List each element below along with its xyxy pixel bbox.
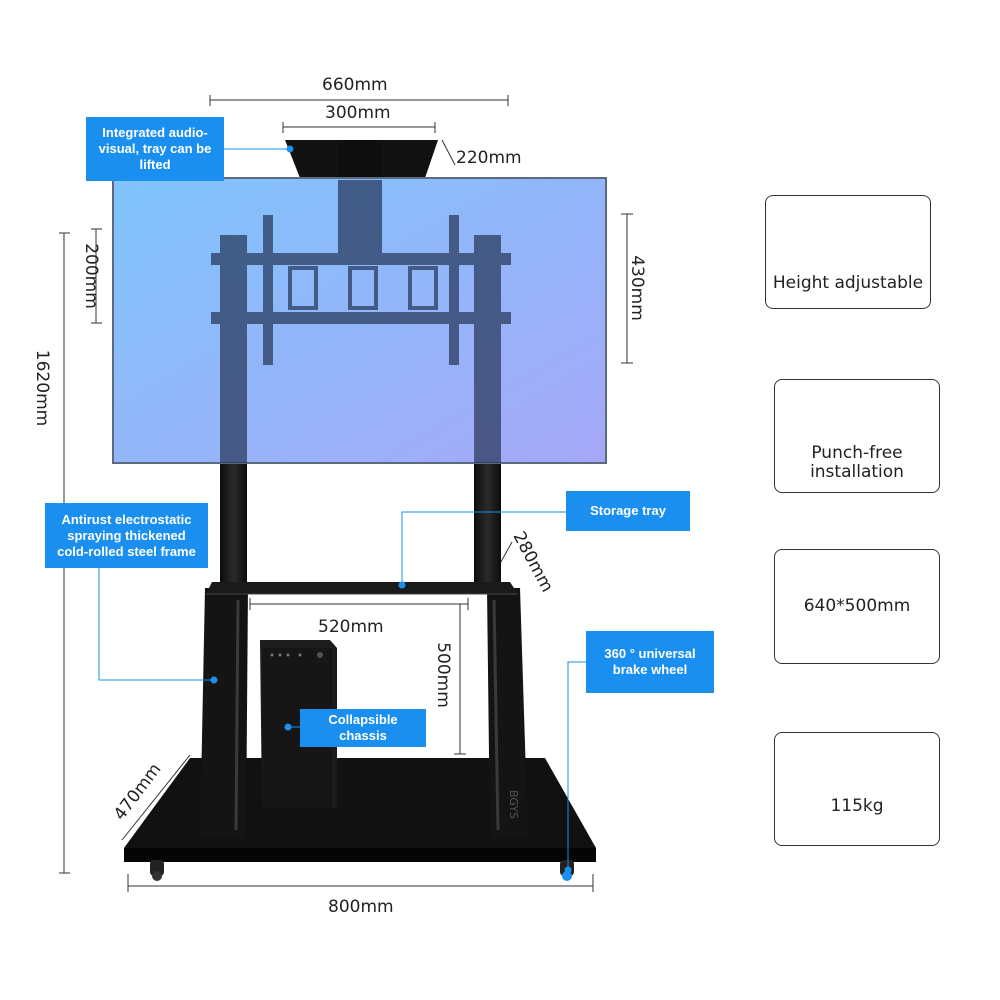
brand-mark: BGYS: [507, 790, 520, 819]
callout-wheel: 360 ° universal brake wheel: [586, 631, 714, 693]
dim-total-height: 1620mm: [32, 349, 53, 427]
feature-load-weight: 115kg: [774, 732, 940, 846]
feature-punch-free: Punch-free installation: [774, 379, 940, 493]
feature-label: Punch-free installation: [810, 443, 904, 482]
dimension-lines: [59, 95, 633, 892]
dim-base-width: 800mm: [328, 897, 394, 917]
lower-legs: [200, 588, 528, 838]
feature-size: 640*500mm: [774, 549, 940, 664]
callout-chassis: Collapsible chassis: [300, 709, 426, 747]
dim-total-width-top: 660mm: [322, 75, 388, 95]
callout-frame: Antirust electrostatic spraying thickene…: [45, 503, 208, 568]
dim-mount-height: 430mm: [626, 255, 647, 321]
dim-chassis-height: 500mm: [432, 642, 453, 708]
callout-audio-tray: Integrated audio-visual, tray can be lif…: [86, 117, 224, 181]
feature-height-adjustable: Height adjustable: [765, 195, 931, 309]
vesa-mount: [211, 180, 511, 463]
dim-tray-width: 300mm: [325, 103, 391, 123]
storage-tray-shape: [206, 582, 518, 595]
feature-label: 640*500mm: [803, 596, 911, 616]
dim-vesa-height: 200mm: [80, 243, 101, 309]
feature-label: Height adjustable: [772, 273, 924, 293]
feature-label: 115kg: [830, 796, 884, 816]
callout-leaders: [98, 145, 586, 874]
callout-storage-tray: Storage tray: [566, 491, 690, 531]
dim-tray-depth: 220mm: [456, 148, 522, 168]
dim-storage-width: 520mm: [318, 617, 384, 637]
